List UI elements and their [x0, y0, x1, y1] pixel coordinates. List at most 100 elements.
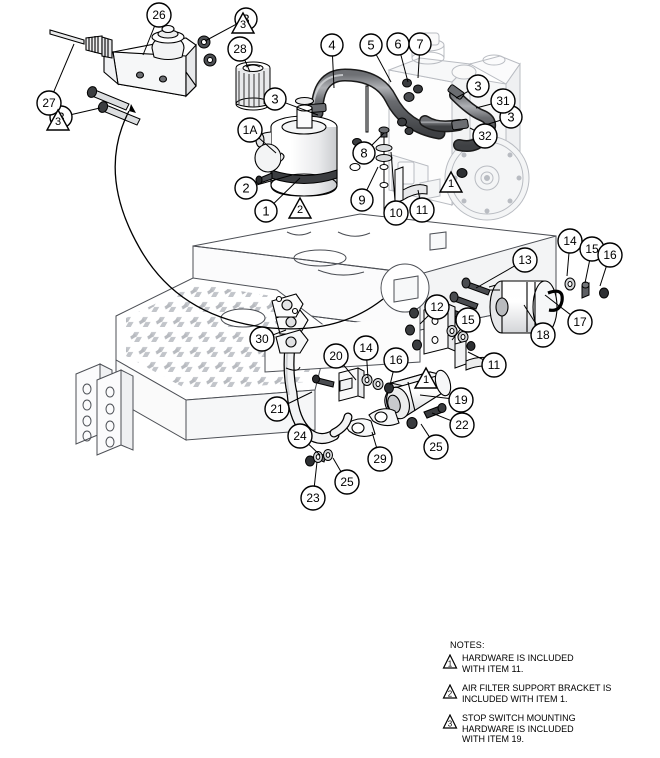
callout-17[interactable]: 17 [544, 294, 593, 335]
callout-29[interactable]: 29 [367, 431, 393, 472]
callout-leader [523, 304, 538, 326]
callout-22[interactable]: 22 [431, 412, 475, 438]
note-flag-triangle [438, 170, 464, 193]
callout-leader [273, 329, 287, 336]
callout-25[interactable]: 25 [332, 457, 360, 495]
callout-bubble [383, 200, 409, 226]
callout-bubble [409, 197, 435, 223]
callout-label: 3 [271, 92, 278, 107]
callout-label: 31 [496, 94, 510, 108]
callout-12[interactable]: 12 [419, 294, 450, 325]
callout-27[interactable]: 27 [36, 43, 75, 116]
callout-14[interactable]: 14 [557, 228, 583, 277]
callout-1A[interactable]: 1A [237, 117, 277, 154]
callout-bubble [567, 309, 593, 335]
callout-18[interactable]: 18 [523, 304, 556, 348]
callout-leader [71, 107, 101, 116]
callout-5[interactable]: 5 [359, 33, 392, 83]
callout-leader [469, 127, 475, 131]
callout-bubble [597, 242, 623, 268]
callout-leader [451, 329, 461, 341]
note-flag-label: 3 [55, 116, 61, 128]
callout-leader [366, 359, 369, 379]
note-flag-label: 1 [423, 374, 429, 386]
callout-11[interactable]: 11 [409, 189, 435, 223]
callout-bubble [448, 387, 474, 413]
callout-9[interactable]: 9 [350, 166, 379, 212]
callout-label: 25 [340, 475, 354, 489]
notes-title: NOTES: [450, 640, 485, 650]
callout-24[interactable]: 24 [287, 423, 321, 456]
callout-leader [584, 260, 591, 284]
callout-label: 16 [603, 248, 617, 262]
note-marker-triangle: 2 [442, 684, 458, 699]
callout-leader [273, 177, 301, 204]
callout-leader [308, 443, 321, 456]
callout-26[interactable]: 26 [142, 2, 172, 56]
callout-30[interactable]: 30 [249, 326, 287, 352]
callout-leader [455, 90, 469, 99]
callout-19[interactable]: 19 [419, 387, 474, 413]
callout-bubble [512, 247, 538, 273]
callout-21[interactable]: 21 [264, 391, 313, 422]
callout-32[interactable]: 32 [469, 123, 498, 149]
callout-28[interactable]: 28 [227, 36, 253, 73]
callout-2[interactable]: 2 [234, 174, 293, 200]
callout-bubble [287, 423, 313, 449]
hardware-23-24-25 [305, 449, 333, 467]
callout-7[interactable]: 7 [408, 32, 432, 79]
callout-16[interactable]: 16 [597, 242, 623, 287]
callout-leader [204, 23, 237, 42]
callout-13[interactable]: 13 [475, 247, 538, 289]
callout-label: 29 [373, 452, 387, 466]
callout-23[interactable]: 23 [300, 461, 326, 511]
exhaust-pipe [271, 293, 353, 444]
callout-label: 13 [518, 253, 532, 267]
note-line: HARDWARE IS INCLUDED [462, 723, 574, 734]
callout-14[interactable]: 14 [353, 335, 379, 379]
callout-label: 1 [262, 204, 269, 219]
callout-label: 6 [394, 37, 401, 52]
callout-16[interactable]: 16 [383, 347, 409, 386]
callout-label: 26 [152, 8, 166, 22]
callout-3[interactable]: 3 [455, 74, 490, 99]
note-flag-triangle [45, 108, 71, 131]
note-flag-3: 3 [230, 11, 256, 34]
callout-leader [417, 54, 420, 79]
callout-20[interactable]: 20 [323, 343, 357, 381]
callout-bubble [449, 412, 475, 438]
callout-leader [244, 59, 251, 73]
note-line: WITH ITEM 19. [462, 734, 525, 744]
callout-label: 11 [416, 203, 429, 217]
note-flag-3: 3 [45, 108, 71, 131]
callout-25[interactable]: 25 [420, 423, 449, 460]
callout-leader [400, 54, 409, 83]
air-filter-canister [254, 96, 338, 197]
mc-hardware [86, 35, 217, 126]
callout-leader [258, 137, 277, 154]
callout-label: 27 [42, 96, 56, 110]
callout-leader [313, 461, 318, 487]
callout-leader [285, 102, 319, 116]
note-flag-triangle [287, 196, 313, 219]
callout-bubble [350, 188, 374, 212]
callout-bubble [408, 32, 432, 56]
callout-15[interactable]: 15 [451, 307, 481, 341]
callout-4[interactable]: 4 [320, 33, 344, 89]
callout-leader [390, 151, 396, 202]
callout-10[interactable]: 10 [383, 151, 409, 226]
callout-3[interactable]: 3 [263, 87, 319, 116]
svg-text:2: 2 [448, 690, 453, 699]
callout-8[interactable]: 8 [352, 132, 385, 165]
note-flag-triangle [230, 11, 256, 34]
callout-1[interactable]: 1 [254, 177, 301, 223]
callout-label: 12 [430, 300, 444, 314]
callout-bubble [481, 352, 507, 378]
note-marker-triangle: 3 [442, 714, 458, 729]
callout-31[interactable]: 31 [475, 88, 516, 114]
callout-11[interactable]: 11 [467, 351, 507, 378]
